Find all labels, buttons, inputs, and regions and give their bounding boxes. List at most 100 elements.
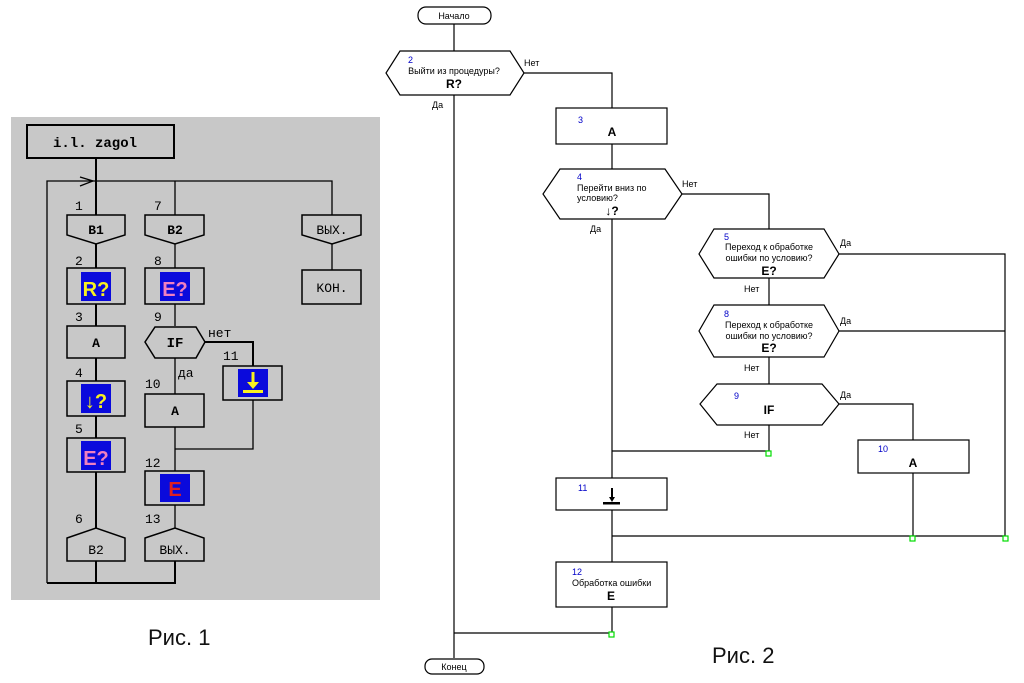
figure-1-lines [46,159,333,584]
node-number: 4 [75,366,83,381]
node-5-symbol: E? [761,264,776,278]
node-8-decision [698,304,840,358]
join-connector [909,535,916,542]
node-9-number: 9 [734,391,739,401]
node-9-label: IF [167,336,184,352]
no-label: Нет [744,284,759,294]
end-box [301,269,362,305]
node-4-text-line1: Перейти вниз по [577,183,646,193]
node-3-symbol: A [608,125,617,139]
node-number: 7 [154,199,162,214]
node-1-branch-start [66,214,126,245]
node-12-number: 12 [572,567,582,577]
figure-1: i.l. zagol 1 2 3 4 5 6 7 8 9 10 11 12 13… [11,117,380,600]
node-10-action [857,439,970,474]
node-number: 3 [75,310,83,325]
node-7-label: B2 [167,223,183,238]
node-8-text-line1: Переход к обработке [725,320,813,330]
node-2-number: 2 [408,55,413,65]
start-label: Начало [438,11,469,21]
end-label: Конец [441,662,466,672]
node-6-branch-end [66,527,126,562]
node-number: 10 [145,377,161,392]
node-10-number: 10 [878,444,888,454]
yes-label: Да [590,224,601,234]
join-connector [1002,535,1009,542]
figure-2: Начало 2 Выйти из процедуры? R? Нет Да 3… [385,6,1009,675]
node-2-icon-bg [81,272,111,301]
error-condition-icon: E? [162,279,188,301]
exit-branch-start [301,214,362,245]
node-3-action [555,107,668,145]
node-10-box [144,393,205,428]
node-12-text: Обработка ошибки [572,578,651,588]
node-10-label: A [171,404,179,419]
end-box-label: KOH. [316,281,347,296]
node-4-number: 4 [577,172,582,182]
error-condition-icon: E? [83,448,109,470]
node-number: 2 [75,254,83,269]
node-9-if-decision [699,383,840,426]
node-8-icon-bg [160,272,190,301]
go-down-condition-icon: ↓? [85,391,107,413]
node-8-number: 8 [724,309,729,319]
node-10-symbol: A [909,456,918,470]
node-5-decision [698,228,840,279]
node-5-icon-bg [81,441,111,470]
node-4-symbol: ↓? [605,204,618,218]
title-block-label: i.l. zagol [53,136,137,152]
yes-label: Да [840,390,851,400]
node-8-text-line2: ошибки по условию? [725,331,812,341]
exit-branch-label: BЫX. [316,223,347,238]
no-label: Нет [682,179,697,189]
error-handler-icon: E [168,479,181,501]
node-number: 13 [145,512,161,527]
figure-2-caption: Рис. 2 [712,643,775,668]
figure-1-caption: Рис. 1 [148,625,211,650]
node-number: 12 [145,456,161,471]
figure-2-lines [453,24,1006,658]
node-12-icon-bg [160,474,190,502]
node-3-box [66,325,126,359]
node-13-label: BЫX. [159,543,190,558]
figure-1-numbers: 1 2 3 4 5 6 7 8 9 10 11 12 13 [75,199,239,527]
title-block [26,124,175,159]
node-5-text-line2: ошибки по условию? [725,253,812,263]
yes-label: Да [840,238,851,248]
node-7-branch-start [144,214,205,245]
node-11-number: 11 [578,483,587,493]
node-4-icon-bg [81,384,111,413]
node-3-number: 3 [578,115,583,125]
join-connector [608,631,615,638]
node-number: 1 [75,199,83,214]
yes-label: Да [840,316,851,326]
node-9-if-hexagon [144,326,206,359]
node-4-decision [542,168,683,220]
node-9-symbol: IF [764,403,775,417]
join-connector [765,450,772,457]
node-4-text-line2: условию? [577,193,618,203]
start-terminal [417,6,492,25]
node-number: 8 [154,254,162,269]
node-3-label: A [92,336,100,351]
node-5-text-line1: Переход к обработке [725,242,813,252]
node-number: 11 [223,349,239,364]
jump-down-icon [603,488,620,505]
node-8-symbol: E? [761,341,776,355]
node-1-label: B1 [88,223,104,238]
node-13-exit [144,527,205,562]
node-12-action [555,561,668,608]
node-2-symbol: R? [446,77,462,91]
node-6-label: B2 [88,543,104,558]
exit-procedure-icon: R? [83,279,110,301]
node-2-decision [385,50,525,96]
node-number: 9 [154,310,162,325]
no-label: Нет [744,363,759,373]
branch-yes-label: да [178,366,194,381]
no-label: Нет [744,430,759,440]
node-number: 5 [75,422,83,437]
node-number: 6 [75,512,83,527]
yes-label: Да [432,100,443,110]
node-2-text: Выйти из процедуры? [408,66,500,76]
